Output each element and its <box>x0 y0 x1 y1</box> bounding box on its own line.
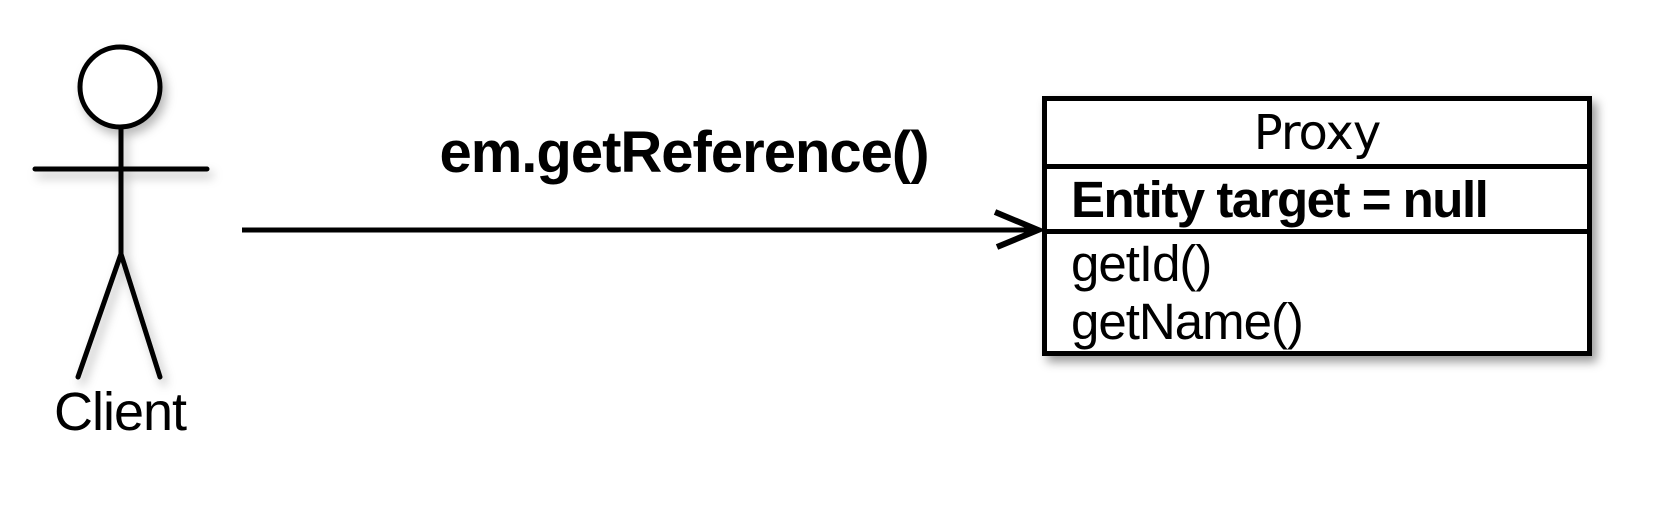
message-label: em.getReference() <box>439 120 929 185</box>
class-method: getName() <box>1071 293 1304 350</box>
actor-head <box>77 44 163 130</box>
message-arrow <box>242 209 1046 250</box>
arrowhead-icon <box>993 209 1046 250</box>
actor-right-leg <box>118 251 163 380</box>
class-attribute: Entity target = null <box>1071 170 1489 228</box>
actor-left-leg <box>75 251 124 380</box>
stick-figure-icon <box>32 44 210 380</box>
class-title: Proxy <box>1047 101 1587 170</box>
class-attribute-row: Entity target = null <box>1047 169 1587 234</box>
class-method: getId() <box>1071 235 1212 292</box>
actor-label: Client <box>53 382 187 442</box>
class-methods-section: getId() getName() <box>1047 234 1587 351</box>
class-box: Proxy Entity target = null getId() getNa… <box>1042 96 1592 356</box>
